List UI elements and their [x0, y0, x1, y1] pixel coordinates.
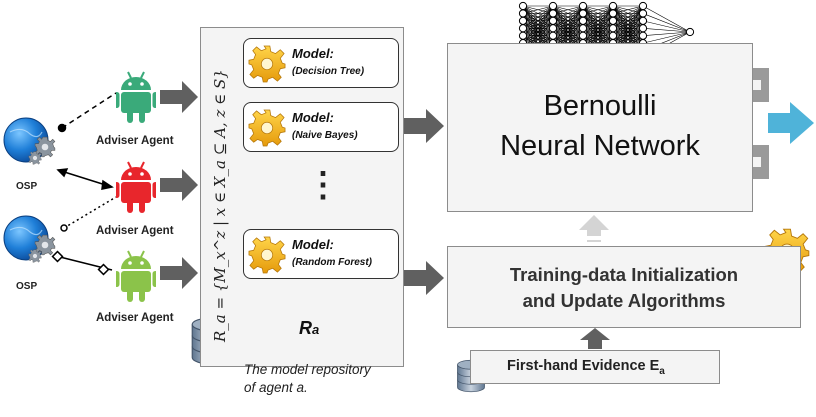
model-card-naive-bayes: Model: (Naive Bayes)	[243, 102, 399, 152]
model-title: Model:	[292, 110, 334, 125]
nn-node	[578, 9, 588, 18]
nn-node	[518, 24, 528, 33]
nn-node	[638, 9, 648, 18]
gear-icon	[248, 236, 286, 274]
model-card-random-forest: Model: (Random Forest)	[243, 229, 399, 279]
training-to-bnn-arrow	[579, 215, 609, 242]
nn-node	[608, 9, 618, 18]
evidence-label-sub: a	[659, 365, 665, 377]
evidence-to-training-arrow	[580, 328, 610, 349]
nn-node	[548, 31, 558, 40]
repository-label: Ra	[299, 318, 319, 339]
nn-node	[578, 16, 588, 25]
nn-node	[548, 9, 558, 18]
bnn-title-line2: Neural Network	[500, 130, 700, 162]
nn-node	[685, 27, 695, 37]
nn-node	[518, 1, 528, 11]
android-agent-icon	[116, 71, 156, 124]
bernoulli-neural-network-box: Bernoulli Neural Network	[447, 43, 753, 212]
osp-label: OSP	[16, 281, 38, 292]
osp-globe-icon	[3, 215, 56, 263]
caption-line: The model repository	[244, 362, 371, 377]
repository-formula: R_a = {M_x^z | x ∈ X_a ⊆ A, z ∈ S}	[211, 69, 229, 343]
osp-agent-connectors	[51, 92, 117, 276]
nn-node	[608, 31, 618, 40]
nn-node	[518, 31, 528, 40]
nn-node	[608, 24, 618, 33]
osp-globe-icon	[3, 117, 56, 165]
bnn-title-line1: Bernoulli	[543, 90, 657, 122]
repository-label-sub: a	[312, 322, 320, 337]
nn-node	[518, 16, 528, 25]
agent-to-repo-arrows	[160, 81, 198, 289]
training-title-line1: Training-data Initialization	[509, 264, 739, 285]
repo-output-arrows	[404, 109, 444, 295]
model-repository: R_a = {M_x^z | x ∈ X_a ⊆ A, z ∈ S} Model…	[200, 27, 404, 367]
osp-label: OSP	[16, 181, 38, 192]
gear-icon	[248, 45, 286, 83]
nn-node	[638, 1, 648, 11]
caption-line: of agent a.	[244, 380, 308, 395]
nn-node	[548, 24, 558, 33]
first-hand-evidence-box: First-hand Evidence Ea	[470, 350, 720, 384]
android-agent-icon	[116, 250, 156, 303]
nn-node	[638, 24, 648, 33]
formula-text: R_a = {M_x^z | x ∈ X_a ⊆ A, z ∈ S}	[211, 69, 229, 343]
nn-node	[548, 1, 558, 11]
nn-node	[608, 16, 618, 25]
nn-node	[608, 1, 618, 11]
adviser-agent-label: Adviser Agent	[96, 225, 174, 237]
model-name: (Random Forest)	[292, 257, 372, 268]
nn-node	[578, 1, 588, 11]
output-arrow-icon	[753, 68, 814, 179]
nn-node	[578, 31, 588, 40]
training-algorithms-box: Training-data Initialization and Update …	[447, 246, 801, 328]
evidence-label: First-hand Evidence Ea	[507, 358, 665, 377]
model-title: Model:	[292, 46, 334, 61]
android-agent-icon	[116, 161, 156, 214]
nn-node	[638, 16, 648, 25]
adviser-agent-label: Adviser Agent	[96, 135, 174, 147]
model-name: (Decision Tree)	[292, 66, 365, 77]
repository-caption: The model repository of agent a.	[244, 361, 371, 397]
training-title-line2: and Update Algorithms	[522, 290, 726, 311]
model-ellipsis: ⋮	[306, 166, 340, 204]
model-card-decision-tree: Model: (Decision Tree)	[243, 38, 399, 88]
nn-node	[548, 16, 558, 25]
model-title: Model:	[292, 237, 334, 252]
nn-node	[578, 24, 588, 33]
adviser-agent-label: Adviser Agent	[96, 312, 174, 324]
model-name: (Naive Bayes)	[292, 130, 358, 141]
nn-node	[518, 9, 528, 18]
nn-node	[638, 31, 648, 40]
evidence-label-main: First-hand Evidence E	[507, 358, 660, 374]
gear-icon	[248, 109, 286, 147]
repository-label-main: R	[299, 318, 312, 338]
